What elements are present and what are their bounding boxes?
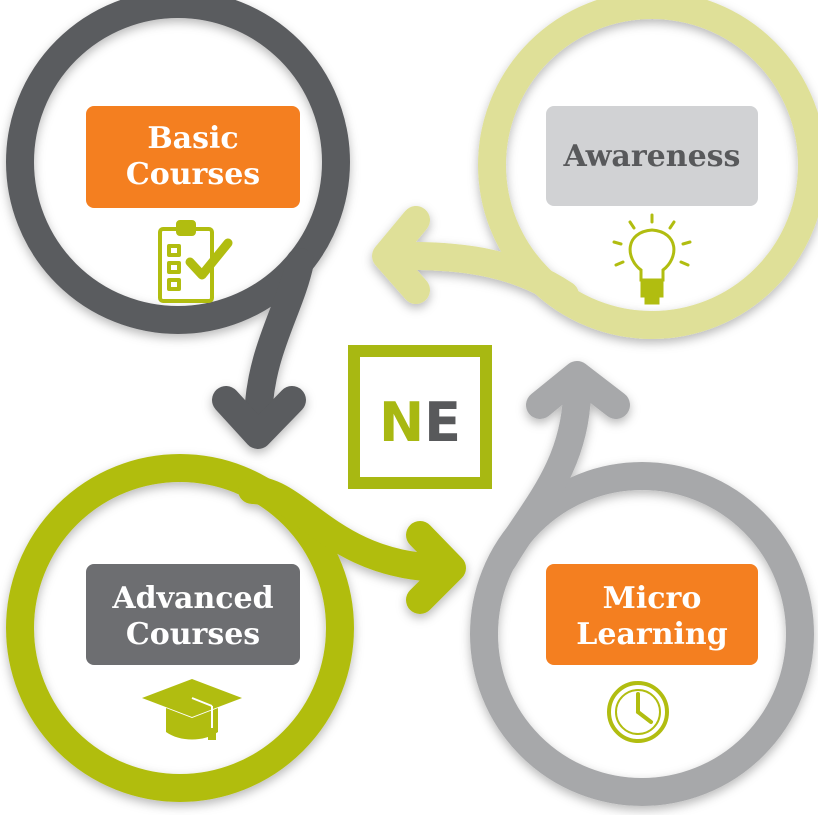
ne-logo: NE xyxy=(348,345,492,489)
basic-courses-line2: Courses xyxy=(126,157,260,192)
basic-courses-line1: Basic xyxy=(147,121,238,156)
micro-learning-line2: Learning xyxy=(576,617,727,652)
micro-learning-ring xyxy=(470,361,814,806)
micro-learning-node: Micro Learning xyxy=(546,564,758,743)
advanced-courses-node: Advanced Courses xyxy=(86,564,300,740)
awareness-ring xyxy=(372,0,818,339)
awareness-line1: Awareness xyxy=(563,139,741,174)
logo-letter-e: E xyxy=(424,391,461,454)
advanced-courses-ring xyxy=(6,454,466,802)
graduation-cap-icon xyxy=(142,679,242,740)
basic-courses-ring xyxy=(6,0,350,449)
awareness-label-box xyxy=(546,106,758,206)
advanced-courses-line2: Courses xyxy=(126,617,260,652)
micro-learning-label-box xyxy=(546,564,758,665)
logo-frame xyxy=(348,345,492,489)
svg-text:NE: NE xyxy=(379,391,461,454)
advanced-courses-label-box xyxy=(86,564,300,665)
clock-icon xyxy=(607,681,669,743)
basic-courses-node: Basic Courses xyxy=(86,106,300,303)
awareness-node: Awareness xyxy=(546,106,758,305)
basic-courses-label-box xyxy=(86,106,300,208)
clipboard-checklist-icon xyxy=(158,220,233,303)
logo-letter-n: N xyxy=(379,391,424,454)
advanced-courses-line1: Advanced xyxy=(111,581,273,616)
micro-learning-line1: Micro xyxy=(603,581,702,616)
lightbulb-icon xyxy=(612,213,692,305)
